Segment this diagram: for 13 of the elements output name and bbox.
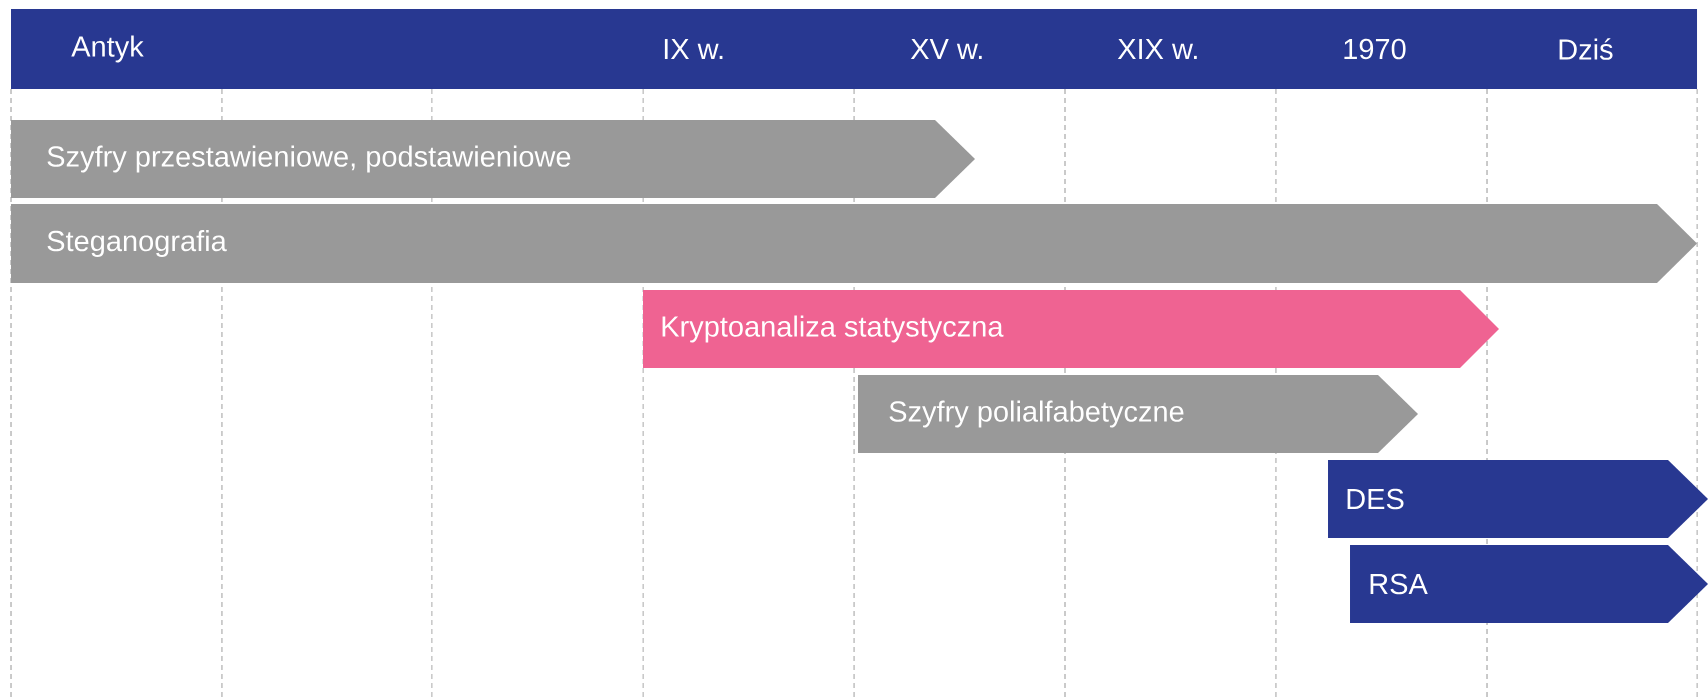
header-band [11,9,1697,89]
period-band: Steganografia [11,204,1697,283]
era-label: XIX w. [1117,39,1197,59]
era-label: Dziś [1559,38,1613,60]
era-label: 1970 [1344,38,1406,60]
period-band: Szyfry polialfabetyczne [858,375,1418,453]
era-label: IX w. [664,39,723,59]
era-label: Antyk [71,35,144,63]
era-label: XV w. [910,39,982,59]
period-band: RSA [1350,545,1708,623]
period-band: Kryptoanaliza statystyczna [643,290,1499,368]
period-band: DES [1328,460,1708,538]
period-band: Szyfry przestawieniowe, podstawieniowe [11,120,975,198]
